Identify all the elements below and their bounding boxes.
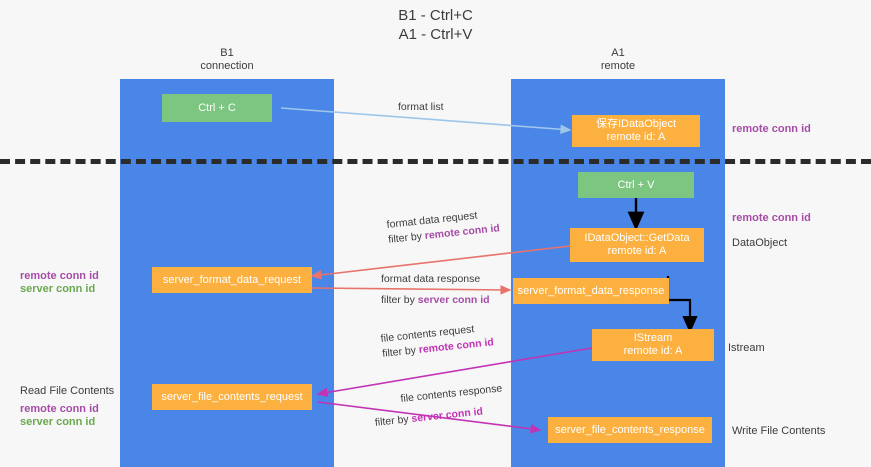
diagram-title: B1 - Ctrl+C A1 - Ctrl+V	[398, 7, 473, 43]
filter-by-text: filter by	[381, 294, 418, 306]
node-ctrl-c[interactable]: Ctrl + C	[162, 94, 272, 122]
side-label-left-remote-conn-id-2: remote conn id	[20, 403, 99, 415]
node-istream[interactable]: IStream remote id: A	[592, 329, 714, 361]
node-idataobject-getdata[interactable]: IDataObject::GetData remote id: A	[570, 228, 704, 262]
edge-label-format-data-response-line1: format data response	[381, 273, 481, 285]
side-label-left-remote-conn-id: remote conn id	[20, 270, 99, 282]
edge-label-format-list: format list	[398, 101, 444, 113]
node-ctrl-v[interactable]: Ctrl + V	[578, 172, 694, 198]
filter-key-server-conn-id: server conn id	[417, 294, 490, 306]
node-server-file-contents-request[interactable]: server_file_contents_request	[152, 384, 312, 410]
lane-header-b1: B1 connection	[200, 47, 254, 72]
lane-header-a1: A1 remote	[600, 47, 636, 72]
node-server-file-contents-response[interactable]: server_file_contents_response	[548, 417, 712, 443]
side-label-istream: Istream	[728, 342, 765, 354]
side-label-write-file-contents: Write File Contents	[732, 425, 826, 437]
side-label-dataobject: DataObject	[732, 237, 788, 249]
side-label-read-file-contents: Read File Contents	[20, 385, 115, 397]
node-server-format-data-response[interactable]: server_format_data_response	[513, 278, 669, 304]
side-label-left-server-conn-id-2: server conn id	[20, 416, 96, 428]
filter-by-text: filter by	[374, 413, 413, 429]
filter-by-text: filter by	[387, 230, 426, 246]
ctrl-c-ctrl-v-divider	[0, 159, 871, 164]
edge-label-format-data-response: format data response filter by server co…	[381, 272, 490, 308]
side-label-remote-conn-id-mid: remote conn id	[732, 212, 811, 224]
side-label-remote-conn-id-top: remote conn id	[732, 123, 811, 135]
edge-label-format-data-response-line2: filter by server conn id	[381, 293, 490, 308]
filter-by-text: filter by	[381, 344, 420, 360]
node-save-idataobject[interactable]: 保存IDataObject remote id: A	[572, 115, 700, 147]
node-server-format-data-request[interactable]: server_format_data_request	[152, 267, 312, 293]
side-label-left-server-conn-id: server conn id	[20, 283, 96, 295]
